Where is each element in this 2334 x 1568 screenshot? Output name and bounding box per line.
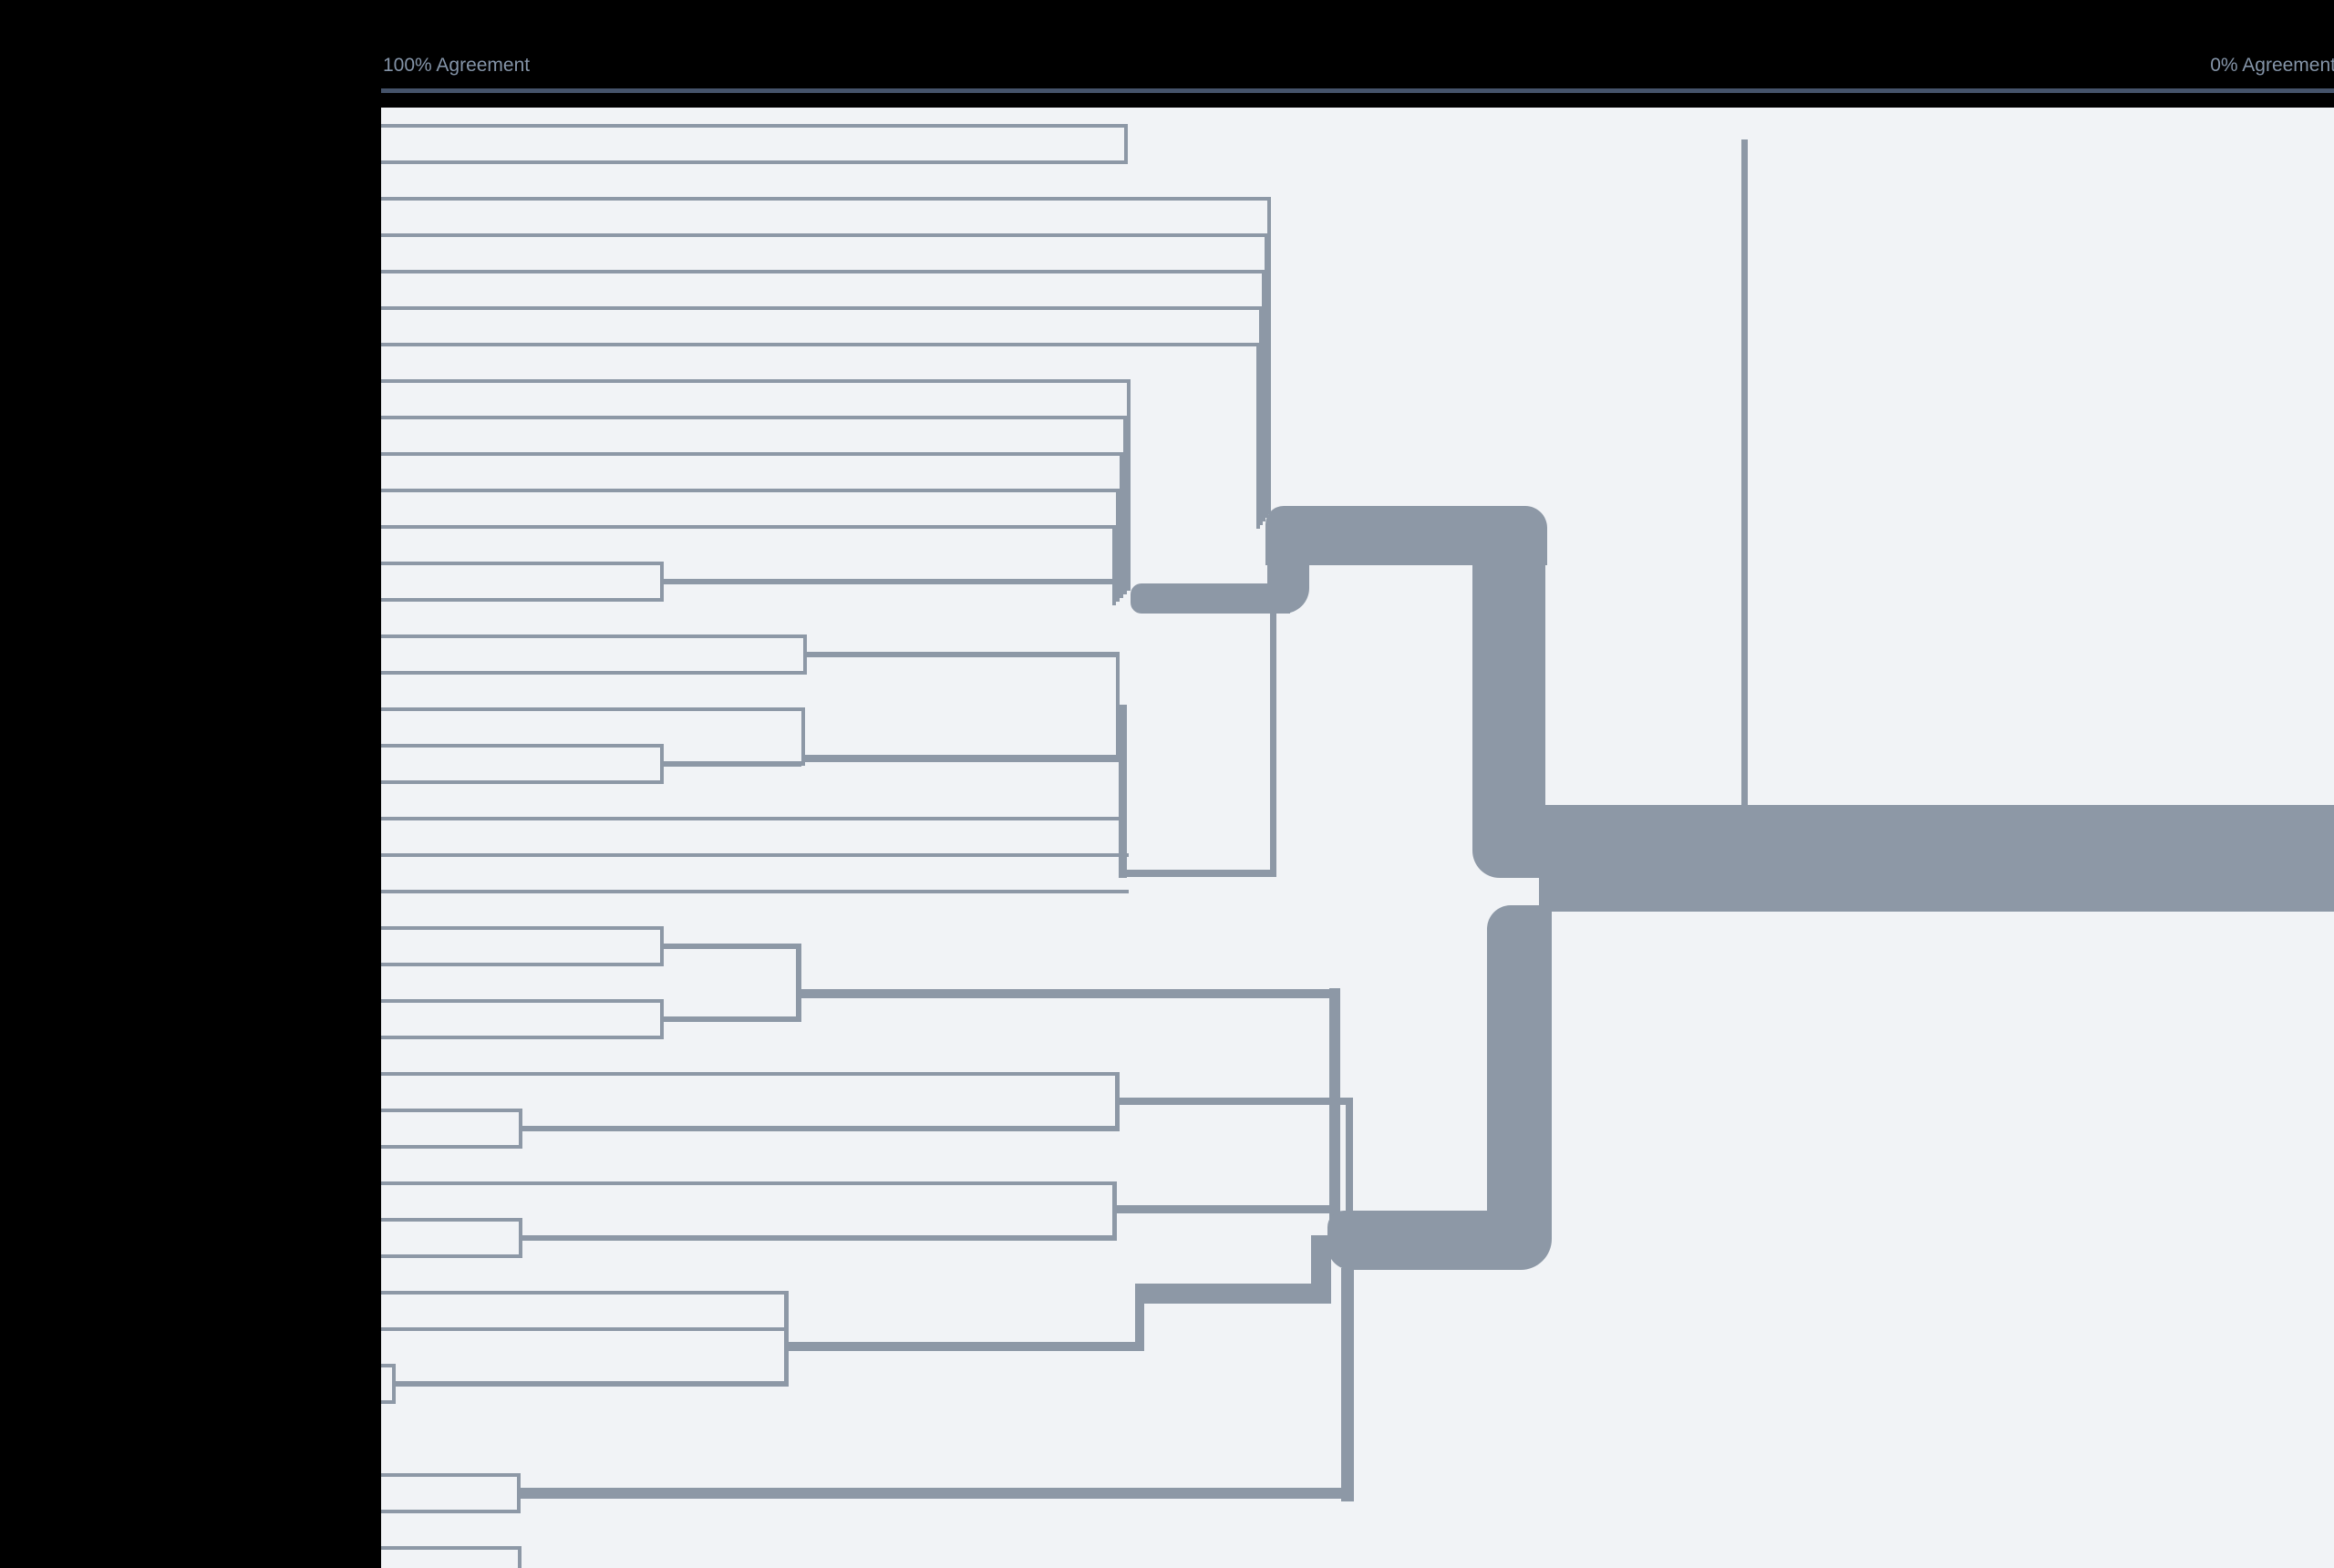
dendrogram-segment (1539, 805, 2334, 912)
dendrogram-segment (381, 1218, 521, 1222)
dendrogram-segment (1329, 988, 1340, 1222)
dendrogram-segment (803, 634, 807, 675)
dendrogram-segment (1472, 511, 1545, 878)
dendrogram-segment (1131, 583, 1290, 614)
dendrogram-segment (381, 1181, 1114, 1185)
dendrogram-segment (798, 989, 1333, 998)
dendrogram-segment (1123, 416, 1127, 594)
dendrogram-segment (1135, 1289, 1144, 1351)
dendrogram-segment (381, 1400, 394, 1404)
dendrogram-segment (1118, 704, 1127, 878)
dendrogram-segment (1311, 1235, 1331, 1303)
dendrogram-segment (518, 1546, 522, 1568)
dendrogram-segment (1116, 653, 1120, 760)
dendrogram-segment (381, 1364, 394, 1367)
dendrogram-segment (1346, 1098, 1353, 1218)
dendrogram-segment (381, 1145, 521, 1149)
dendrogram-segment (381, 707, 803, 711)
dendrogram-segment (519, 1218, 522, 1258)
dendrogram-segment (1116, 489, 1120, 602)
dendrogram-segment (381, 160, 1126, 164)
dendrogram-segment (1269, 596, 1276, 877)
dendrogram-segment (662, 761, 801, 767)
dendrogram-segment (796, 944, 801, 1022)
dendrogram-segment (1114, 1204, 1336, 1213)
dendrogram-segment (521, 1488, 1351, 1499)
dendrogram-segment (381, 926, 662, 930)
dendrogram-segment (1262, 270, 1265, 521)
dendrogram-segment (1267, 197, 1271, 514)
dendrogram-segment (521, 1235, 1114, 1241)
dendrogram-segment (801, 707, 805, 766)
dendrogram-segment (381, 452, 1121, 456)
dendrogram-canvas (381, 108, 2334, 1568)
dendrogram-segment (805, 652, 1120, 657)
dendrogram-segment (381, 270, 1264, 273)
dendrogram-segment (1259, 306, 1263, 525)
dendrogram-segment (381, 343, 1258, 346)
dendrogram-segment (1114, 1071, 1120, 1131)
dendrogram-segment (1122, 870, 1273, 877)
dendrogram-segment (381, 853, 1129, 857)
dendrogram-segment (381, 671, 805, 675)
dendrogram-segment (381, 489, 1118, 492)
dendrogram-segment (381, 780, 662, 784)
agreement-axis-ruler (381, 88, 2334, 93)
dendrogram-segment (381, 1109, 521, 1112)
dendrogram-segment (381, 525, 1114, 529)
dendrogram-segment (381, 890, 1129, 893)
dendrogram-segment (381, 306, 1261, 310)
dendrogram-segment (1740, 139, 1748, 811)
dendrogram-segment (783, 1290, 789, 1387)
dendrogram-segment (381, 1291, 786, 1295)
dendrogram-segment (381, 634, 805, 638)
dendrogram-segment (381, 963, 662, 966)
dendrogram-segment (381, 999, 662, 1003)
dendrogram-segment (660, 744, 664, 784)
dendrogram-segment (381, 379, 1129, 383)
dendrogram-segment (1256, 343, 1260, 529)
dendrogram-segment (1112, 525, 1116, 605)
dendrogram-segment (662, 944, 800, 949)
dendrogram-segment (381, 1254, 521, 1258)
dendrogram-segment (662, 579, 1116, 584)
dendrogram-segment (803, 755, 1120, 762)
dendrogram-segment (381, 1036, 662, 1039)
dendrogram-segment (1327, 1211, 1519, 1270)
dendrogram-segment (381, 1327, 786, 1331)
dendrogram-segment (1127, 379, 1131, 591)
dendrogram-segment (381, 1473, 521, 1477)
dendrogram-segment (660, 926, 664, 966)
dendrogram-segment (1120, 452, 1123, 598)
dendrogram-segment (521, 1126, 1117, 1131)
dendrogram-segment (662, 1016, 800, 1022)
dendrogram-segment (1117, 1098, 1349, 1105)
dendrogram-segment (1265, 233, 1268, 518)
dendrogram-segment (660, 999, 664, 1039)
dendrogram-segment (1341, 1268, 1354, 1501)
axis-label-0-agreement: 0% Agreement (2210, 55, 2334, 76)
dendrogram-segment (381, 197, 1269, 201)
dendrogram-segment (381, 233, 1266, 237)
dendrogram-segment (381, 416, 1125, 419)
dendrogram-segment (381, 1510, 519, 1513)
dendrogram-segment (1135, 1284, 1331, 1304)
dendrogram-segment (517, 1473, 521, 1513)
dendrogram-segment (1487, 905, 1552, 1270)
dendrogram-segment (660, 562, 664, 602)
dendrogram-segment (381, 598, 662, 602)
dendrogram-segment (381, 1072, 1117, 1076)
axis-label-100-agreement: 100% Agreement (383, 55, 531, 76)
dendrogram-segment (1124, 124, 1128, 164)
dendrogram-segment (381, 744, 662, 748)
dendrogram-segment (381, 562, 662, 565)
dendrogram-segment (381, 124, 1126, 128)
dendrogram-segment (519, 1109, 522, 1149)
dendrogram-segment (381, 1546, 520, 1550)
dendrogram-segment (394, 1381, 785, 1387)
dendrogram-segment (392, 1364, 396, 1404)
dendrogram-segment (381, 817, 1124, 820)
dendrogram-segment (1111, 1181, 1117, 1241)
dendrogram-segment (786, 1342, 1140, 1351)
